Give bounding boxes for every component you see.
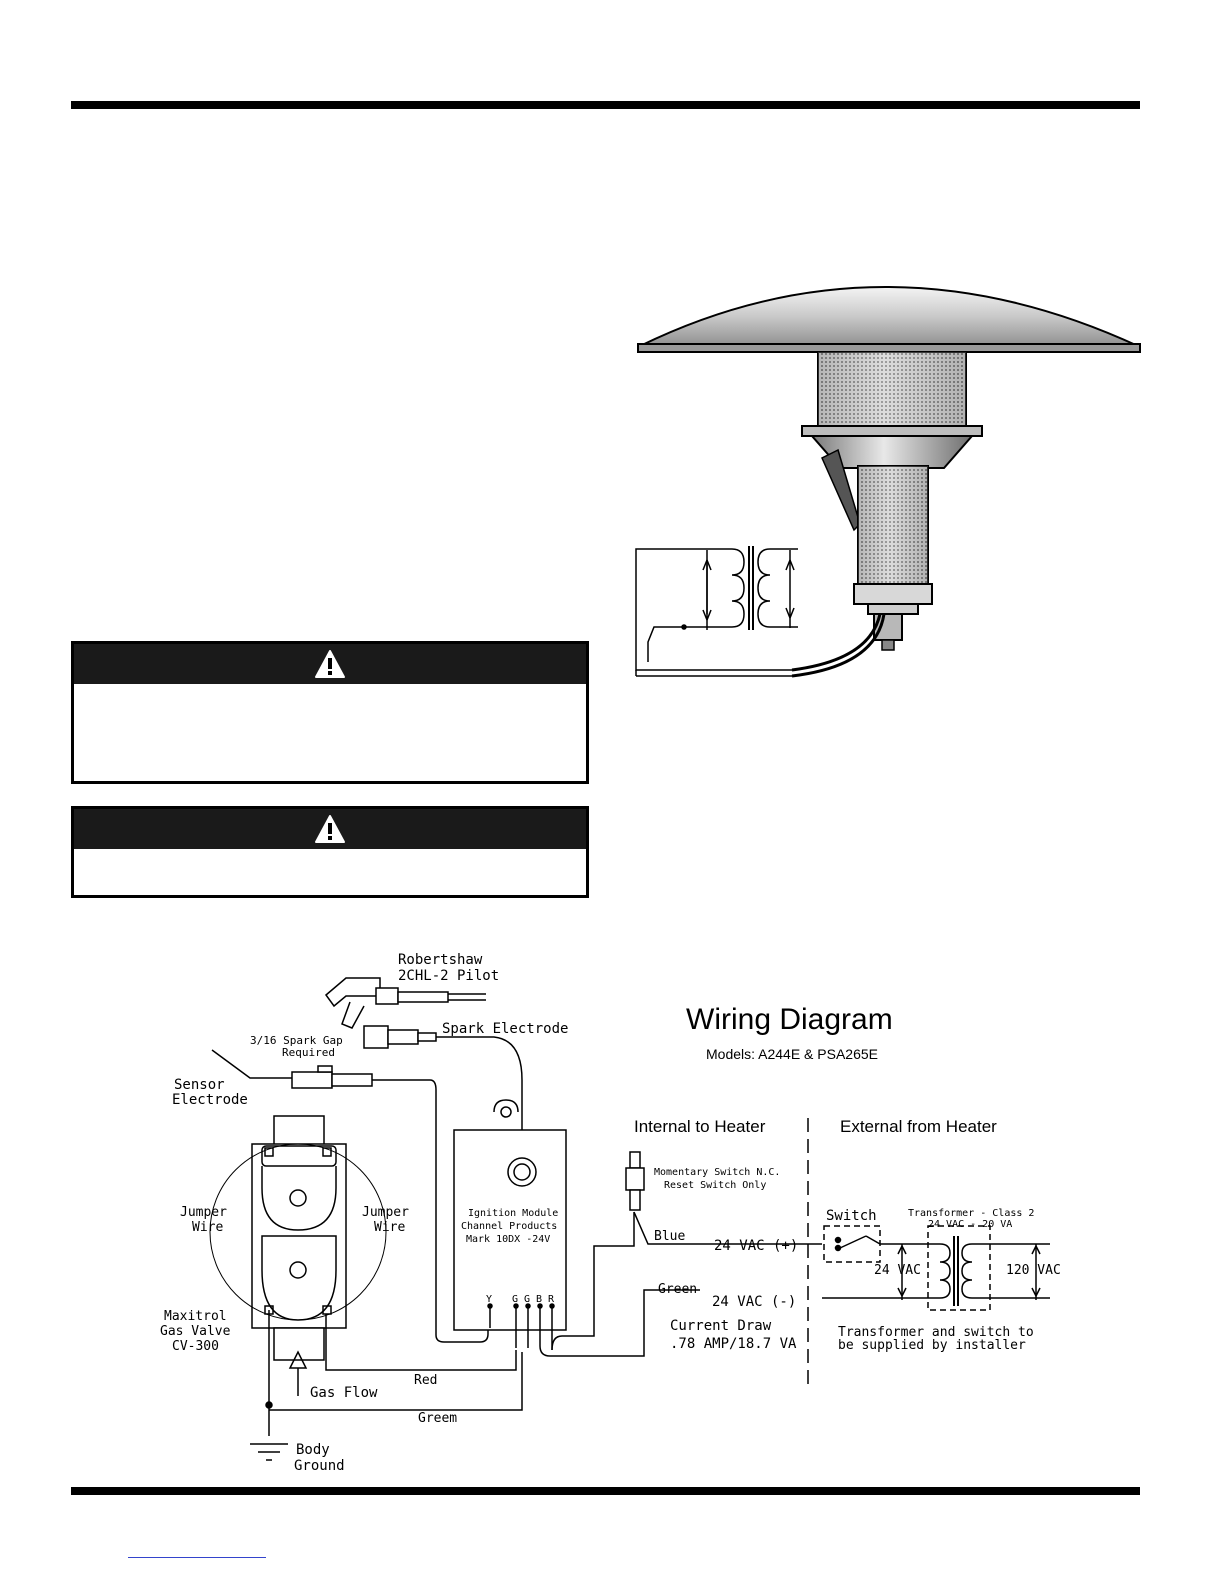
ground-symbol — [250, 1310, 288, 1461]
vac-plus-label: 24 VAC (+) — [714, 1238, 798, 1254]
blue-wire-label: Blue — [654, 1229, 685, 1244]
external-label: External from Heater — [840, 1117, 997, 1136]
diagram-title: Wiring Diagram — [686, 1003, 893, 1036]
sensor-label-1: Sensor — [174, 1077, 225, 1093]
heater-illustration — [635, 286, 1141, 678]
terminal-r: R — [548, 1294, 555, 1305]
module-label-3: Mark 10DX -24V — [466, 1234, 550, 1245]
valve-label-1: Maxitrol — [164, 1309, 227, 1324]
switch-label: Switch — [826, 1208, 877, 1224]
terminal-y: Y — [486, 1294, 492, 1305]
ignition-module — [453, 1099, 567, 1350]
transformer-label-1: Transformer - Class 2 — [908, 1208, 1034, 1219]
external-switch — [822, 1225, 930, 1299]
bottom-rule — [71, 1487, 1140, 1495]
internal-label: Internal to Heater — [634, 1117, 766, 1136]
current-draw-label-1: Current Draw — [670, 1318, 772, 1334]
wiring-diagram: Robertshaw 2CHL-2 Pilot Spark Electrode … — [160, 952, 1061, 1474]
transformer-label-2: 24 VAC - 20 VA — [928, 1219, 1012, 1230]
warning-box-1 — [71, 641, 589, 784]
diagram-models: Models: A244E & PSA265E — [706, 1046, 878, 1062]
spark-wire — [436, 1036, 523, 1162]
blue-wire-2 — [633, 1211, 822, 1245]
gas-valve — [209, 1115, 387, 1361]
burner-collar — [801, 425, 983, 532]
green-wire — [539, 1289, 700, 1357]
pilot-label-1: Robertshaw — [398, 952, 483, 968]
vac-120-label: 120 VAC — [1006, 1263, 1061, 1278]
momentary-switch — [625, 1151, 645, 1211]
pilot-assembly — [324, 977, 486, 1049]
green-wire-label: Green — [658, 1282, 697, 1297]
warning-body-1 — [74, 684, 586, 700]
ground-label-1: Body — [296, 1442, 330, 1458]
terminal-b: B — [536, 1294, 542, 1305]
vac-24-label: 24 VAC — [874, 1263, 921, 1278]
module-label-1: Ignition Module — [468, 1208, 558, 1219]
spark-electrode-label: Spark Electrode — [442, 1021, 568, 1037]
green-bottom-label: Greem — [418, 1411, 457, 1426]
red-wire — [325, 1314, 517, 1371]
class-2-transformer — [897, 1225, 1050, 1311]
jumper-left-label-1: Jumper — [180, 1205, 227, 1220]
warning-triangle-icon — [315, 650, 345, 678]
momentary-label-2: Reset Switch Only — [664, 1180, 766, 1191]
jumper-right-label-1: Jumper — [362, 1205, 409, 1220]
jumper-left-label-2: Wire — [192, 1220, 223, 1235]
warning-box-2 — [71, 806, 589, 898]
momentary-label-1: Momentary Switch N.C. — [654, 1167, 780, 1178]
jumper-right-label-2: Wire — [374, 1220, 405, 1235]
ground-label-2: Ground — [294, 1458, 345, 1474]
warning-header-1 — [74, 644, 586, 684]
warning-body-2 — [74, 849, 586, 865]
green-wire-bottom — [269, 1352, 523, 1411]
sensor-electrode — [211, 1049, 489, 1343]
warning-triangle-icon — [315, 815, 345, 843]
pilot-label-2: 2CHL-2 Pilot — [398, 968, 499, 984]
dome-reflector — [637, 286, 1141, 353]
warning-header-2 — [74, 809, 586, 849]
vac-minus-label: 24 VAC (-) — [712, 1294, 796, 1310]
wire-leads — [791, 613, 886, 678]
spark-gap-label-2: Required — [282, 1046, 335, 1059]
installer-label-2: be supplied by installer — [838, 1338, 1026, 1353]
module-label-2: Channel Products — [461, 1221, 557, 1232]
valve-label-3: CV-300 — [172, 1339, 219, 1354]
red-wire-label: Red — [414, 1373, 437, 1388]
burner-tube — [853, 465, 933, 651]
footer-link-underline[interactable] — [128, 1557, 266, 1558]
transformer-symbol — [635, 546, 798, 677]
sensor-label-2: Electrode — [172, 1092, 248, 1108]
gas-flow-arrow — [288, 1350, 308, 1396]
emitter-screen — [817, 351, 967, 429]
blue-wire — [551, 1212, 635, 1351]
installer-label-1: Transformer and switch to — [838, 1325, 1034, 1340]
valve-label-2: Gas Valve — [160, 1324, 231, 1339]
current-draw-label-2: .78 AMP/18.7 VA — [670, 1336, 797, 1352]
gas-flow-label: Gas Flow — [310, 1385, 378, 1401]
terminal-g2: G — [524, 1294, 530, 1305]
spark-gap-label-1: 3/16 Spark Gap — [250, 1034, 343, 1047]
terminal-g1: G — [512, 1294, 518, 1305]
top-rule — [71, 101, 1140, 109]
